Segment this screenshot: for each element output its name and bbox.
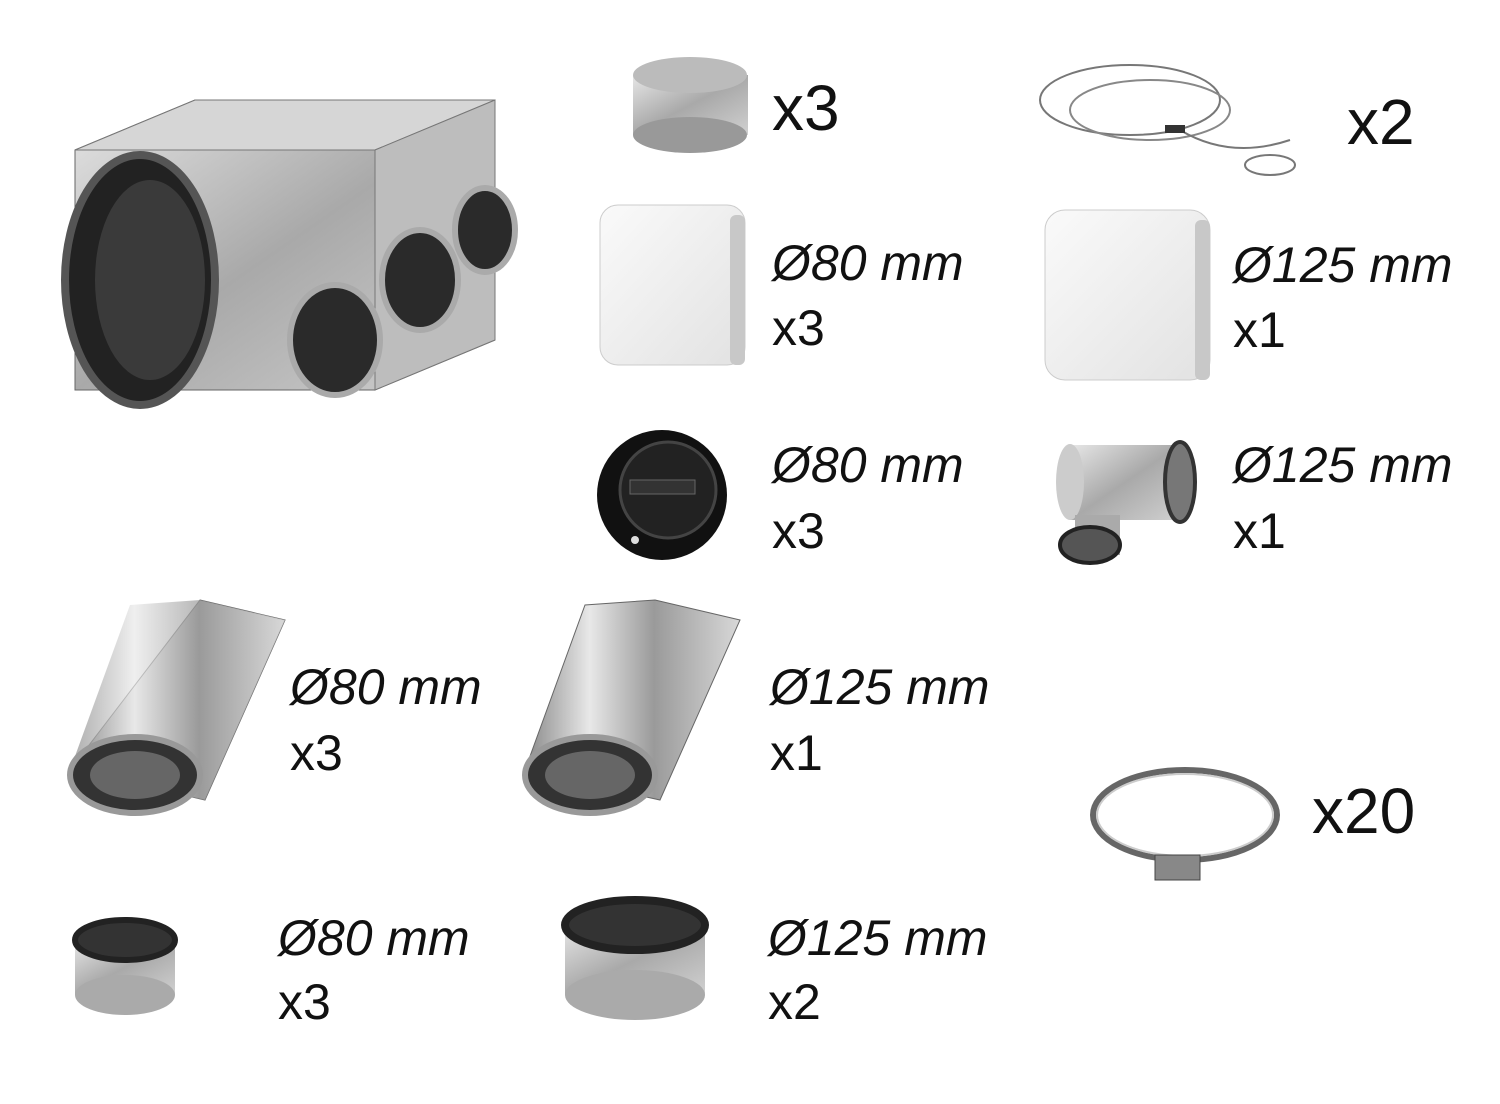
damper-size: Ø80 mm bbox=[772, 437, 964, 493]
coupler-small-image bbox=[72, 917, 178, 1015]
grille-small-size: Ø80 mm bbox=[772, 235, 964, 291]
flex-duct-large-qty: x1 bbox=[770, 725, 823, 781]
coupler-large-qty: x2 bbox=[768, 974, 821, 1030]
flex-duct-small-image bbox=[67, 599, 286, 816]
hose-clamp-image bbox=[1090, 767, 1280, 881]
tee-size: Ø125 mm bbox=[1233, 437, 1453, 493]
tee-image bbox=[1056, 440, 1197, 565]
coupler-large-image bbox=[561, 896, 709, 1020]
damper-qty: x3 bbox=[772, 503, 825, 559]
flex-duct-large-image bbox=[522, 599, 741, 816]
coupler-large-size: Ø125 mm bbox=[768, 910, 988, 966]
grille-small-qty: x3 bbox=[772, 300, 825, 356]
flex-duct-small-size: Ø80 mm bbox=[290, 659, 482, 715]
hose-clamp-qty: x20 bbox=[1312, 775, 1416, 847]
flex-duct-large-size: Ø125 mm bbox=[770, 659, 990, 715]
tee-qty: x1 bbox=[1233, 503, 1286, 559]
suspension-wire-image bbox=[1039, 64, 1296, 176]
flex-duct-small-qty: x3 bbox=[290, 725, 343, 781]
damper-image bbox=[597, 430, 727, 560]
end-cap-qty: x3 bbox=[772, 72, 840, 144]
end-cap-image bbox=[633, 57, 748, 153]
grille-large-image bbox=[1044, 209, 1211, 381]
grille-small-image bbox=[599, 204, 746, 366]
suspension-wire-qty: x2 bbox=[1347, 86, 1415, 158]
coupler-small-qty: x3 bbox=[278, 974, 331, 1030]
grille-large-qty: x1 bbox=[1233, 302, 1286, 358]
coupler-small-size: Ø80 mm bbox=[278, 910, 470, 966]
grille-large-size: Ø125 mm bbox=[1233, 237, 1453, 293]
plenum-box-image bbox=[61, 99, 518, 409]
